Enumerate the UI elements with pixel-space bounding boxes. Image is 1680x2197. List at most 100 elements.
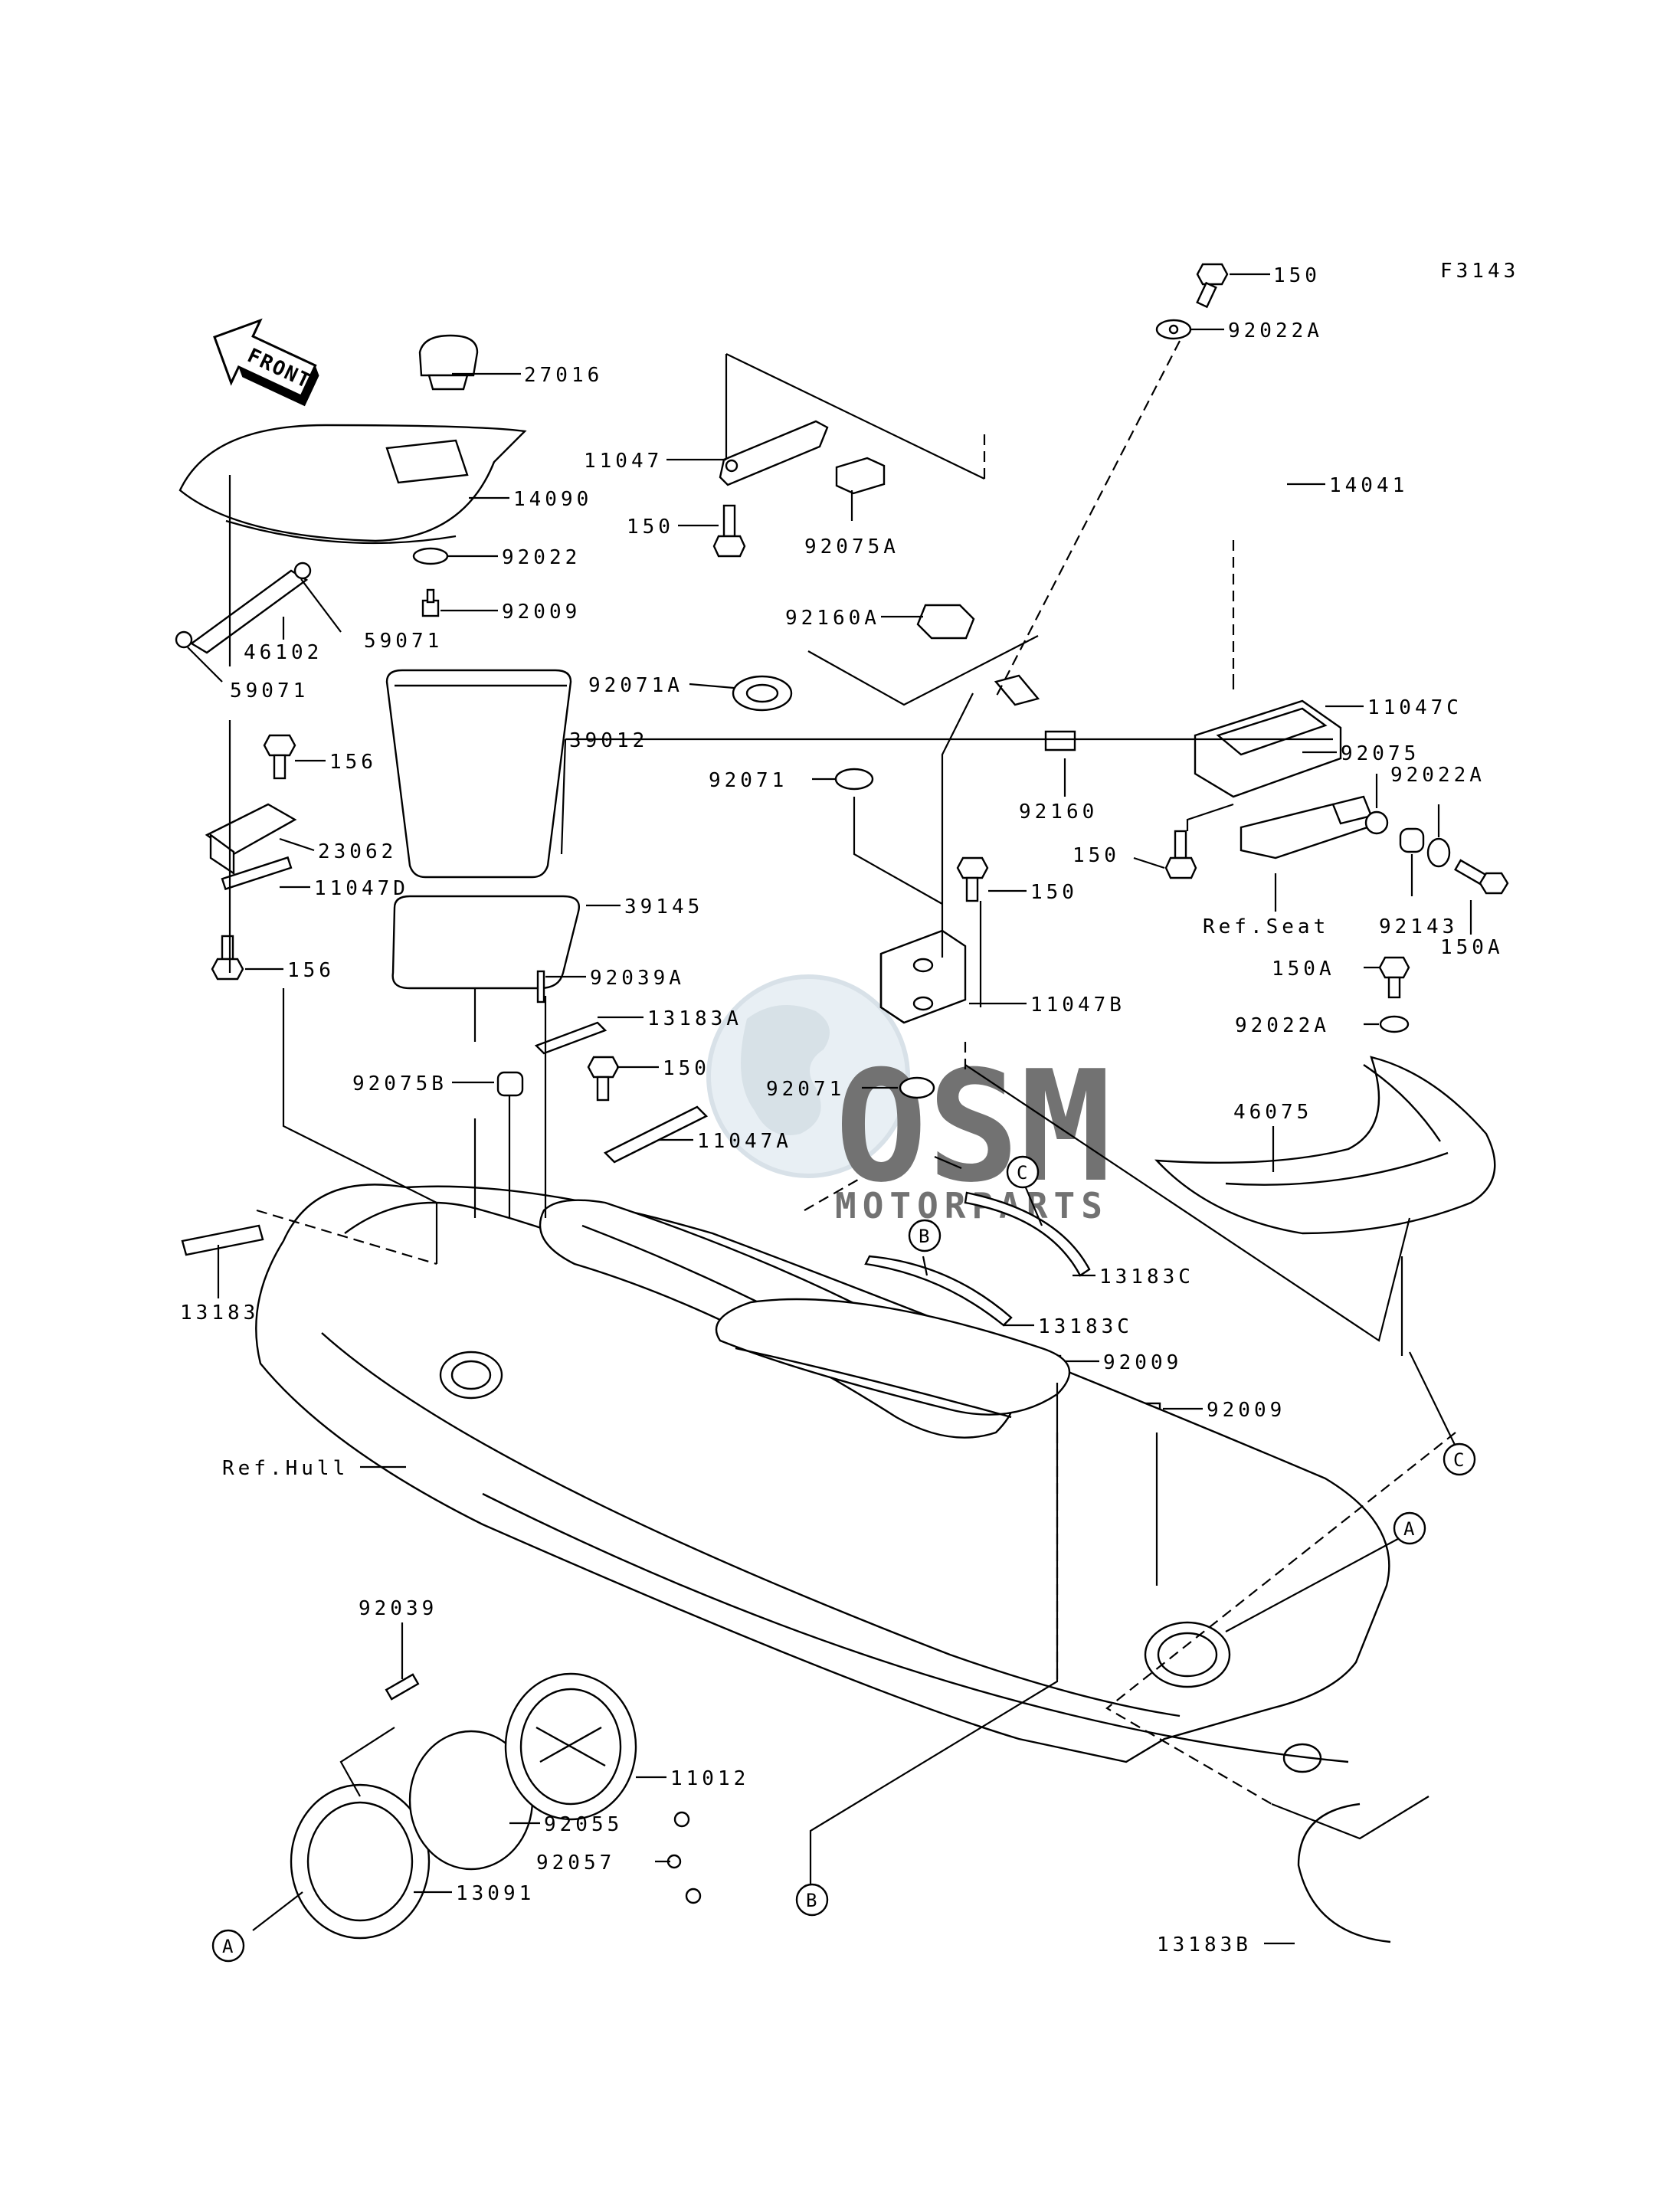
grommet-92071A-part xyxy=(732,675,793,712)
label-59071-a: 59071 xyxy=(364,630,443,653)
callout-a-bottom: A xyxy=(211,1929,245,1963)
svg-text:A: A xyxy=(222,1936,234,1957)
bolt-156b-part xyxy=(211,935,244,981)
strap-13183-part xyxy=(181,1224,264,1256)
bolt-150d-part xyxy=(956,856,989,902)
watermark-main: OSM xyxy=(835,1038,1112,1216)
hull-part xyxy=(255,1184,1390,1773)
label-92160: 92160 xyxy=(1019,801,1098,823)
seat-cover-part xyxy=(178,424,527,545)
callout-a-top: A xyxy=(1393,1511,1426,1545)
washer-92022-part xyxy=(412,547,449,565)
label-13183: 13183 xyxy=(180,1302,259,1324)
pin-92039-part xyxy=(385,1673,420,1701)
cover-11012-part xyxy=(504,1672,637,1821)
label-92071A: 92071A xyxy=(588,674,683,697)
label-92143: 92143 xyxy=(1379,915,1458,938)
figure-code: F3143 xyxy=(1440,260,1519,283)
label-11047: 11047 xyxy=(584,450,663,473)
callout-b-bottom: B xyxy=(795,1883,829,1917)
label-13183A: 13183A xyxy=(647,1007,742,1030)
label-92075B: 92075B xyxy=(352,1072,447,1095)
hook-46102-part xyxy=(189,562,312,654)
label-150-b: 150 xyxy=(627,516,674,539)
plug-92075B-part xyxy=(496,1071,524,1097)
strap-13183C-a-part xyxy=(964,1191,1091,1277)
label-14090: 14090 xyxy=(513,488,592,511)
callout-c-top: C xyxy=(1006,1155,1040,1189)
washer-92022A-r-part xyxy=(1426,837,1451,868)
watermark-sub: MOTORPARTS xyxy=(835,1185,1109,1226)
pin-92039A-part xyxy=(536,970,545,1004)
gasket-39145-part xyxy=(391,895,580,990)
hinge-23062-part xyxy=(205,803,297,891)
front-arrow-icon: FRONT xyxy=(213,318,319,407)
label-150-c: 150 xyxy=(1073,844,1120,867)
bolt-150-top-part xyxy=(1196,263,1229,309)
label-13183C-a: 13183C xyxy=(1099,1265,1194,1288)
callout-c-right: C xyxy=(1443,1442,1476,1476)
collar-92143-part xyxy=(1399,827,1425,853)
label-150-e: 150 xyxy=(663,1057,710,1080)
svg-text:B: B xyxy=(919,1226,929,1247)
strap-11047A-part xyxy=(603,1105,709,1164)
label-92009-b: 92009 xyxy=(1103,1351,1182,1374)
watermark-continents xyxy=(741,1005,830,1135)
washer-92022A-top-hole xyxy=(1168,324,1179,335)
label-13183C-b: 13183C xyxy=(1038,1315,1133,1338)
label-150A-m: 150A xyxy=(1272,958,1335,981)
label-23062: 23062 xyxy=(318,840,397,863)
label-46075: 46075 xyxy=(1233,1101,1312,1124)
basket-39012-part xyxy=(385,669,572,879)
label-11047D: 11047D xyxy=(314,877,409,900)
label-92022A-r: 92022A xyxy=(1390,764,1485,787)
bolt-150A-r-part xyxy=(1454,859,1509,895)
label-92075A: 92075A xyxy=(804,535,899,558)
label-14041: 14041 xyxy=(1329,474,1408,497)
bracket-11047-part xyxy=(719,420,829,486)
label-13183B: 13183B xyxy=(1157,1933,1252,1956)
bracket-11047C-part xyxy=(1194,699,1373,859)
bolt-92009-part xyxy=(421,588,440,617)
label-ref-seat: Ref.Seat xyxy=(1203,915,1329,938)
bolt-150e-part xyxy=(587,1056,620,1102)
label-11047C: 11047C xyxy=(1367,696,1462,719)
svg-text:C: C xyxy=(1017,1162,1027,1184)
grab-handle-46075-part xyxy=(1154,1056,1496,1235)
label-150-top: 150 xyxy=(1273,264,1321,287)
bolt-150b-part xyxy=(712,504,746,558)
svg-text:B: B xyxy=(806,1890,817,1911)
label-92022A-top: 92022A xyxy=(1228,319,1323,342)
pad-92075A-part xyxy=(835,457,886,495)
strap-13183A-part xyxy=(534,1021,607,1055)
watermark: OSM MOTORPARTS xyxy=(706,974,1112,1226)
label-92022A-m: 92022A xyxy=(1235,1014,1330,1037)
label-92009-c: 92009 xyxy=(1207,1399,1285,1422)
label-92022: 92022 xyxy=(502,546,581,569)
strap-13183C-b-part xyxy=(864,1255,1013,1327)
pad-92160A-part xyxy=(916,604,975,640)
pad-92160-part xyxy=(994,674,1040,706)
label-11047A: 11047A xyxy=(697,1130,792,1153)
label-150A-r: 150A xyxy=(1440,936,1504,959)
label-11047B: 11047B xyxy=(1030,994,1125,1017)
label-13091: 13091 xyxy=(456,1882,535,1905)
label-92055: 92055 xyxy=(544,1813,623,1836)
spring-59071-part xyxy=(175,630,193,649)
svg-text:A: A xyxy=(1403,1518,1415,1540)
bolt-156a-part xyxy=(263,734,296,780)
label-92075: 92075 xyxy=(1341,742,1420,765)
label-39145: 39145 xyxy=(624,895,703,918)
assembly-lines xyxy=(228,353,1429,1884)
label-92039: 92039 xyxy=(359,1597,437,1620)
cap-27016-part xyxy=(418,334,479,391)
ring-13091-part xyxy=(290,1783,431,1940)
label-46102: 46102 xyxy=(244,641,323,664)
screw-92057-part xyxy=(666,1811,702,1904)
label-92057: 92057 xyxy=(536,1852,615,1874)
label-150-d: 150 xyxy=(1030,881,1078,904)
label-92071-a: 92071 xyxy=(709,769,788,792)
bolt-150c-part xyxy=(1164,830,1197,879)
label-ref-hull: Ref.Hull xyxy=(222,1457,349,1480)
ring-13183B-part xyxy=(1297,1802,1391,1943)
